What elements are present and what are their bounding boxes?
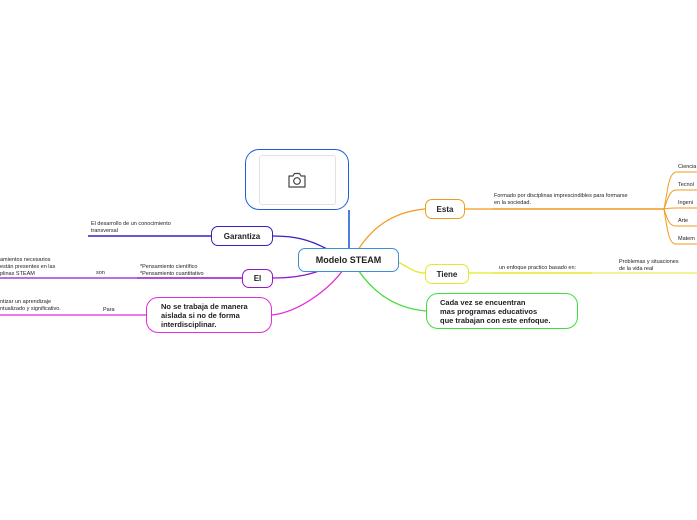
connector-no-se	[271, 269, 344, 316]
node-garantiza-label: Garantiza	[223, 231, 261, 241]
central-label: Modelo STEAM	[315, 255, 382, 265]
el-connector-label: son	[96, 270, 105, 276]
central-node[interactable]: Modelo STEAM	[298, 248, 399, 272]
node-tiene[interactable]: Tiene	[425, 264, 469, 284]
esta-item-matematicas: Matem	[678, 236, 695, 242]
connector-tiene	[397, 261, 426, 274]
no-se-connector-label: Para	[103, 307, 115, 313]
connector-garantiza	[272, 235, 328, 250]
esta-item-arte: Arte	[678, 218, 689, 224]
esta-description: Formado por disciplinas imprescindibles …	[494, 193, 628, 206]
tiene-description: un enfoque practico basado en:	[499, 265, 577, 271]
tiene-detail: Problemas y situaciones de la vida real	[619, 259, 679, 272]
connector-esta	[357, 208, 426, 251]
node-garantiza[interactable]: Garantiza	[211, 226, 273, 246]
node-no-se-trabaja[interactable]: No se trabaja de manera aislada si no de…	[146, 297, 272, 333]
esta-item-ingenieria: Ingeni	[678, 200, 693, 206]
image-node[interactable]	[245, 149, 349, 210]
node-esta-label: Esta	[436, 204, 454, 214]
node-esta[interactable]: Esta	[425, 199, 465, 219]
el-text: *Pensamiento científico *Pensamiento cua…	[140, 264, 204, 277]
node-el[interactable]: El	[242, 269, 273, 288]
esta-item-ciencia: Ciencia	[678, 164, 697, 170]
image-placeholder	[258, 154, 336, 205]
node-cada-vez-label: Cada vez se encuentran mas programas edu…	[440, 297, 551, 325]
el-far-text: amientos necesarios están presentes en l…	[0, 257, 56, 277]
garantiza-text: El desarrollo de un conocimiento transve…	[91, 221, 171, 234]
camera-icon	[288, 172, 306, 188]
esta-item-tecnologia: Tecnol	[678, 182, 694, 188]
node-el-label: El	[253, 274, 262, 283]
node-cada-vez[interactable]: Cada vez se encuentran mas programas edu…	[426, 293, 578, 329]
node-no-se-trabaja-label: No se trabaja de manera aislada si no de…	[161, 301, 248, 329]
no-se-far-text: ntizar un aprendizaje ntualizado y signi…	[0, 299, 61, 312]
connector-cada-vez	[357, 269, 427, 312]
node-tiene-label: Tiene	[436, 269, 458, 279]
